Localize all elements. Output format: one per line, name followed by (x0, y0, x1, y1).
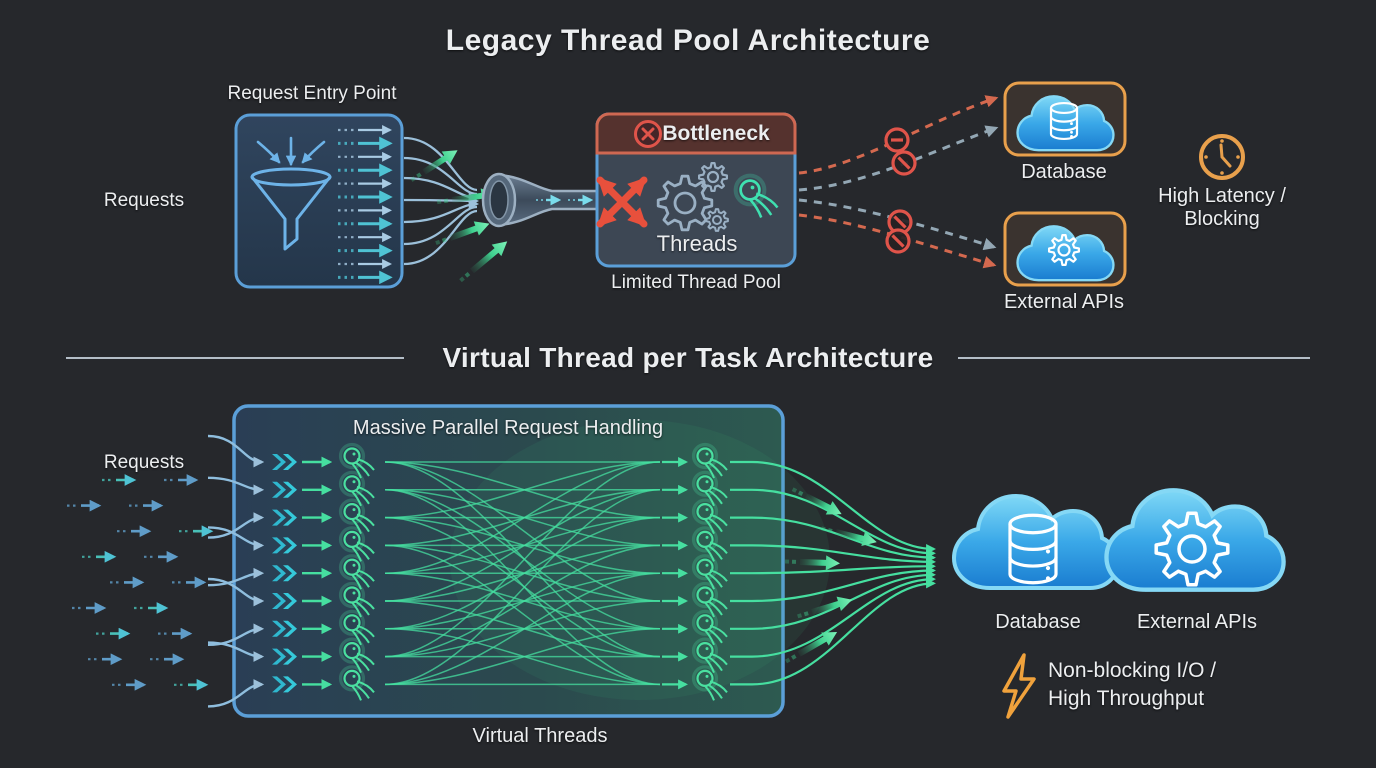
blocked-call-lines (798, 95, 999, 269)
contention-arrows-icon (596, 176, 648, 228)
boost-arrow-icon (784, 555, 840, 571)
incoming-request-arrows (67, 474, 214, 691)
threads-label: Threads (656, 231, 738, 256)
throughput-line2: High Throughput (1048, 687, 1205, 710)
gear-icon (705, 208, 729, 232)
gear-icon (656, 174, 714, 232)
database-cylinder-icon (1049, 101, 1079, 141)
entry-point-label: Request Entry Point (227, 83, 397, 104)
thread-squid-icon (691, 554, 728, 590)
thread-squid-icon (338, 470, 375, 507)
double-chevron-icon (272, 648, 297, 665)
pool-caption: Limited Thread Pool (611, 272, 781, 293)
boost-arrow-icon (435, 221, 490, 246)
double-chevron-icon (272, 509, 297, 526)
outgoing-io-curves (751, 460, 936, 686)
gear-icon (1154, 511, 1230, 587)
bottleneck-label: Bottleneck (662, 122, 770, 145)
thread-squid-icon (691, 526, 728, 562)
thread-squid-icon (691, 498, 728, 534)
clock-icon (1199, 134, 1245, 180)
boost-arrow-icon (820, 526, 877, 547)
thread-squid-icon (338, 498, 375, 534)
thread-pool-box (595, 112, 797, 268)
thread-squid-icon (733, 173, 779, 218)
legacy-section (234, 81, 1245, 289)
double-chevron-icon (272, 454, 297, 470)
parallel-box (232, 404, 830, 718)
no-entry-icon (891, 150, 917, 176)
boost-arrow-icon (791, 487, 842, 515)
inflow-arrows (256, 136, 326, 167)
boost-arrow-icon (410, 150, 458, 182)
legacy-requests-label: Requests (103, 190, 185, 211)
thread-squid-icon (338, 554, 375, 590)
virtual-title: Virtual Thread per Task Architecture (442, 342, 934, 373)
thread-squid-icon (338, 581, 375, 618)
nozzle (481, 172, 626, 228)
cloud-icon (1106, 490, 1283, 589)
external-apis-label-top: External APIs (1003, 291, 1125, 313)
no-entry-icon (885, 228, 911, 254)
database-label-top: Database (1021, 161, 1107, 183)
pool-thread-icon (733, 173, 779, 218)
funnel-icon (250, 167, 332, 251)
boost-arrow-icon (797, 596, 853, 619)
gear-icon (1048, 234, 1080, 266)
virtual-thread-rows (272, 442, 752, 701)
api-gear-icon (1154, 511, 1230, 587)
thread-squid-icon (338, 526, 375, 562)
boost-arrow-icon (459, 241, 508, 283)
thread-squid-icon (338, 609, 375, 646)
boost-arrow-icon (785, 632, 838, 664)
converging-lines (403, 136, 480, 266)
thread-squid-icon (691, 609, 728, 646)
double-chevron-icon (272, 537, 297, 554)
database-icon (1049, 101, 1079, 141)
database-cloud (952, 494, 1120, 590)
double-chevron-icon (272, 565, 297, 582)
latency-line1: High Latency / (1158, 185, 1286, 207)
gear-icon (698, 162, 728, 192)
thread-squid-icon (691, 665, 728, 701)
no-entry-icon (884, 127, 910, 153)
double-chevron-icon (272, 676, 297, 693)
thread-squid-icon (338, 665, 375, 701)
thread-squid-icon (338, 442, 375, 479)
lightning-icon (1002, 653, 1036, 719)
external-apis-label-bottom: External APIs (1136, 611, 1258, 633)
database-cylinder-icon (1008, 513, 1058, 585)
circle-x-icon (634, 120, 662, 148)
double-chevron-icon (272, 593, 297, 609)
throughput-line1: Non-blocking I/O / (1048, 659, 1217, 682)
thread-gears-icon (656, 162, 729, 232)
queued-request-arrows (338, 125, 393, 285)
thread-squid-icon (691, 442, 728, 479)
legacy-title: Legacy Thread Pool Architecture (445, 24, 931, 57)
database-box (1003, 81, 1127, 157)
thread-squid-icon (338, 637, 375, 673)
virtual-requests-label: Requests (103, 452, 185, 473)
external-apis-cloud (1106, 490, 1283, 589)
entry-curves (207, 434, 265, 708)
double-chevron-icon (272, 620, 297, 637)
virtual-threads-caption: Virtual Threads (472, 725, 608, 747)
thread-squid-icon (691, 637, 728, 673)
thread-squid-icon (691, 470, 728, 507)
request-entry-box (234, 113, 404, 289)
latency-line2: Blocking (1184, 208, 1260, 230)
database-icon (1008, 513, 1058, 585)
thread-squid-icon (691, 581, 728, 618)
virtual-section (67, 404, 1284, 719)
double-chevron-icon (272, 481, 297, 498)
api-gear-icon (1048, 234, 1080, 266)
parallel-box-title: Massive Parallel Request Handling (352, 417, 664, 439)
external-apis-box (1003, 211, 1127, 287)
cloud-icon (952, 494, 1120, 590)
database-label-bottom: Database (995, 611, 1081, 633)
virtual-thread-mesh (384, 461, 661, 686)
